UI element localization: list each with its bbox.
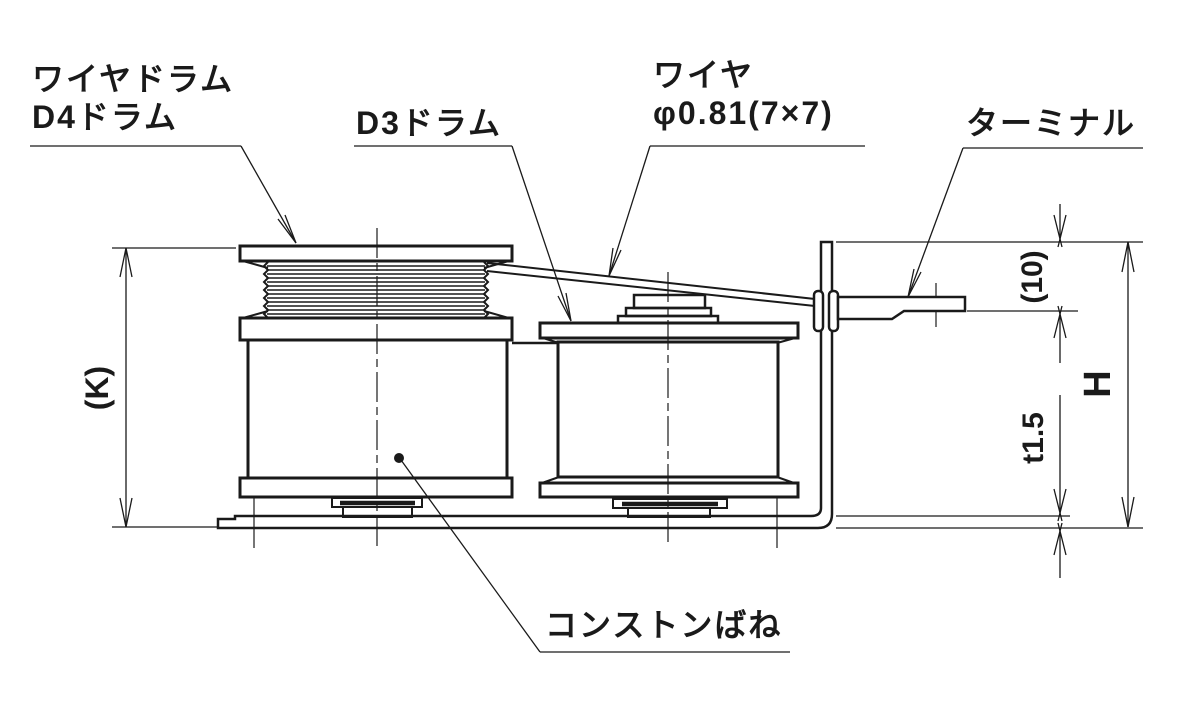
d4-bottom-boss bbox=[331, 497, 423, 518]
dimension-k bbox=[112, 247, 236, 528]
label-wire-line2: φ0.81(7×7) bbox=[653, 95, 834, 131]
dim-t15-text: t1.5 bbox=[1017, 412, 1050, 464]
leader-wire-drum bbox=[30, 145, 297, 244]
d3-drum-bevels bbox=[541, 337, 796, 484]
leader-wire bbox=[608, 145, 865, 277]
label-wire-drum-line2: D4ドラム bbox=[32, 99, 178, 135]
label-wire-line1: ワイヤ bbox=[653, 57, 755, 93]
dim-k-text: (K) bbox=[79, 366, 115, 410]
label-constant-spring: コンストンばね bbox=[545, 607, 783, 643]
d4-drum-bevels bbox=[242, 260, 510, 319]
label-wire-drum: ワイヤドラム D4ドラム bbox=[32, 60, 234, 136]
leader-constant-spring bbox=[394, 453, 790, 653]
dim-10-text: (10) bbox=[1016, 250, 1049, 303]
d4-coil-hatch bbox=[267, 265, 485, 315]
center-lines bbox=[376, 228, 669, 547]
dimension-t15 bbox=[836, 395, 1143, 578]
label-d3-drum: D3ドラム bbox=[356, 105, 502, 141]
terminal-arm-outline bbox=[836, 295, 967, 321]
label-wire-drum-line1: ワイヤドラム bbox=[32, 61, 235, 97]
dim-h-text: H bbox=[1077, 370, 1119, 397]
base-bracket-outline bbox=[216, 240, 834, 530]
label-terminal: ターミナル bbox=[966, 105, 1137, 141]
dimension-10 bbox=[836, 204, 1143, 363]
wire-lines bbox=[486, 262, 816, 307]
wire-grommet bbox=[812, 289, 840, 333]
d3-drum-outline bbox=[538, 293, 800, 499]
d3-bottom-boss bbox=[612, 498, 728, 518]
leader-terminal bbox=[907, 147, 1143, 298]
label-wire: ワイヤ φ0.81(7×7) bbox=[653, 56, 834, 132]
leader-d3-drum bbox=[354, 145, 572, 322]
dimension-h bbox=[1121, 241, 1135, 528]
d4-drum-outline bbox=[238, 244, 514, 499]
